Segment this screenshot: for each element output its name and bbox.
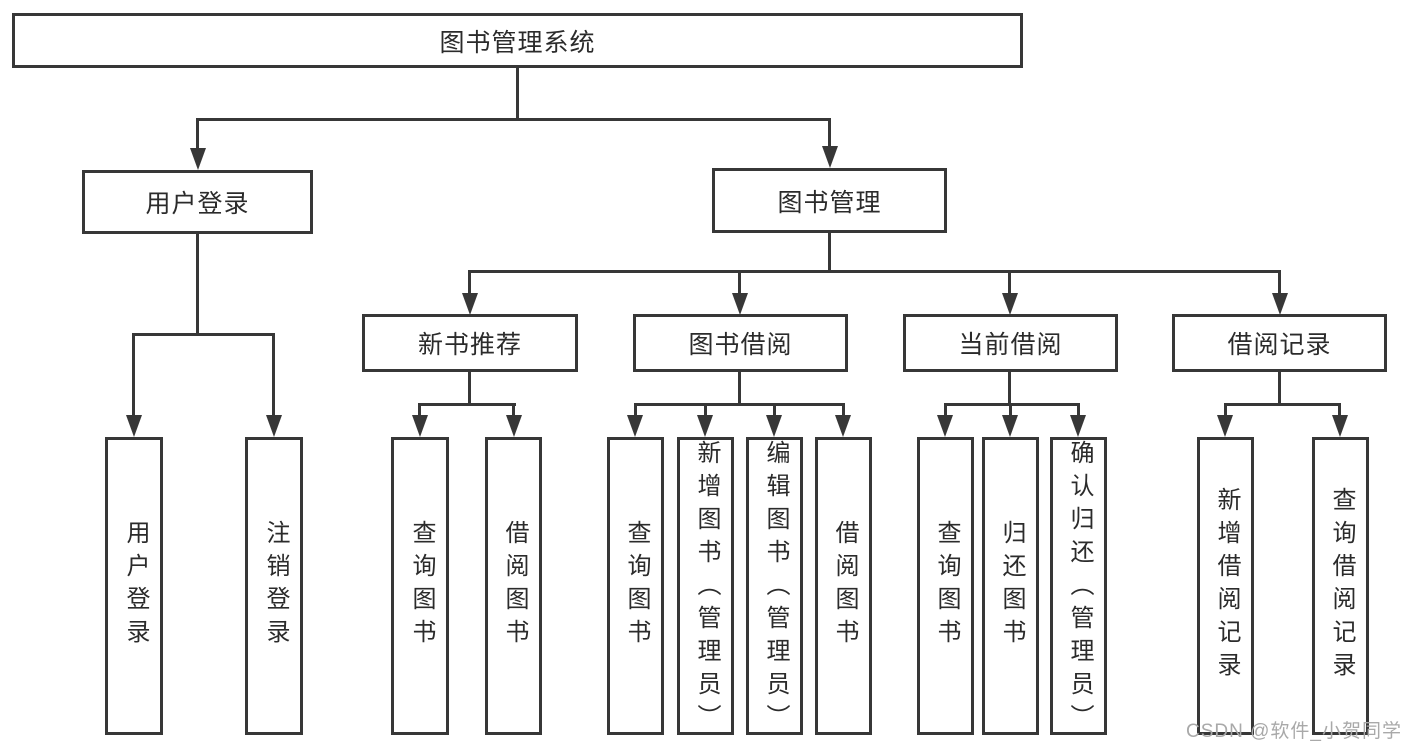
connector-line bbox=[132, 333, 135, 417]
node-label: 新书推荐 bbox=[417, 331, 522, 359]
node-label: 图书管理系统 bbox=[439, 28, 596, 57]
leaf-user-login: 用户登录 bbox=[105, 437, 163, 735]
node-user-login: 用户登录 bbox=[82, 170, 313, 234]
connector-line bbox=[773, 403, 776, 417]
leaf-confirm-return-admin: 确认归还（管理员） bbox=[1050, 437, 1107, 735]
connector-arrow bbox=[1002, 415, 1018, 437]
connector-line bbox=[944, 403, 1080, 406]
csdn-watermark: CSDN @软件_小贺同学 bbox=[1186, 721, 1402, 742]
connector-arrow bbox=[266, 415, 282, 437]
node-new-book-recommend: 新书推荐 bbox=[362, 314, 578, 372]
connector-line bbox=[516, 68, 519, 120]
connector-arrow bbox=[1070, 415, 1086, 437]
connector-arrow bbox=[1332, 415, 1348, 437]
connector-line bbox=[196, 233, 199, 336]
node-label: 借阅记录 bbox=[1227, 331, 1332, 359]
connector-line bbox=[1224, 403, 1341, 406]
connector-arrow bbox=[627, 415, 643, 437]
node-label: 图书借阅 bbox=[688, 331, 793, 359]
connector-line bbox=[468, 270, 1281, 273]
connector-line bbox=[842, 403, 845, 417]
node-root-system: 图书管理系统 bbox=[12, 13, 1023, 68]
connector-line bbox=[196, 118, 831, 121]
connector-arrow bbox=[506, 415, 522, 437]
connector-arrow bbox=[822, 146, 838, 168]
connector-line bbox=[468, 372, 471, 406]
leaf-query-borrow-record: 查询借阅记录 bbox=[1312, 437, 1369, 735]
leaf-return-books: 归还图书 bbox=[982, 437, 1039, 735]
connector-line bbox=[196, 118, 199, 150]
connector-line bbox=[418, 403, 516, 406]
leaf-edit-books-admin: 编辑图书（管理员） bbox=[746, 437, 803, 735]
connector-arrow bbox=[766, 415, 782, 437]
connector-arrow bbox=[412, 415, 428, 437]
node-book-borrowing: 图书借阅 bbox=[633, 314, 848, 372]
connector-line bbox=[1008, 270, 1011, 295]
connector-line bbox=[1077, 403, 1080, 417]
connector-line bbox=[468, 270, 471, 295]
connector-arrow bbox=[697, 415, 713, 437]
leaf-logout-login: 注销登录 bbox=[245, 437, 303, 735]
connector-arrow bbox=[1272, 293, 1288, 315]
connector-line bbox=[1278, 372, 1281, 406]
connector-line bbox=[512, 403, 515, 417]
connector-line bbox=[634, 403, 844, 406]
connector-line bbox=[1278, 270, 1281, 295]
connector-line bbox=[1008, 372, 1011, 406]
connector-line bbox=[132, 333, 274, 336]
connector-line bbox=[738, 372, 741, 406]
connector-line bbox=[418, 403, 421, 417]
node-label: 图书管理 bbox=[777, 188, 882, 217]
connector-arrow bbox=[462, 293, 478, 315]
connector-line bbox=[704, 403, 707, 417]
connector-line bbox=[1224, 403, 1227, 417]
connector-line bbox=[738, 270, 741, 295]
connector-arrow bbox=[190, 148, 206, 170]
connector-line bbox=[944, 403, 947, 417]
connector-line bbox=[634, 403, 637, 417]
leaf-query-books-recommend: 查询图书 bbox=[391, 437, 449, 735]
connector-arrow bbox=[732, 293, 748, 315]
node-label: 当前借阅 bbox=[958, 331, 1063, 359]
connector-arrow bbox=[126, 415, 142, 437]
connector-arrow bbox=[1217, 415, 1233, 437]
leaf-query-books-borrowing: 查询图书 bbox=[607, 437, 664, 735]
connector-line bbox=[1338, 403, 1341, 417]
connector-line bbox=[828, 233, 831, 272]
leaf-add-borrow-record: 新增借阅记录 bbox=[1197, 437, 1254, 735]
connector-arrow bbox=[1002, 293, 1018, 315]
node-current-borrowing: 当前借阅 bbox=[903, 314, 1118, 372]
node-label: 用户登录 bbox=[145, 190, 250, 218]
leaf-add-books-admin: 新增图书（管理员） bbox=[677, 437, 734, 735]
leaf-query-books-current: 查询图书 bbox=[917, 437, 974, 735]
connector-line bbox=[1009, 403, 1012, 417]
leaf-borrow-books: 借阅图书 bbox=[815, 437, 872, 735]
node-book-management: 图书管理 bbox=[712, 168, 947, 233]
connector-arrow bbox=[937, 415, 953, 437]
connector-line bbox=[828, 118, 831, 148]
connector-arrow bbox=[835, 415, 851, 437]
connector-line bbox=[272, 333, 275, 417]
leaf-borrow-books-recommend: 借阅图书 bbox=[485, 437, 542, 735]
node-borrow-records: 借阅记录 bbox=[1172, 314, 1387, 372]
